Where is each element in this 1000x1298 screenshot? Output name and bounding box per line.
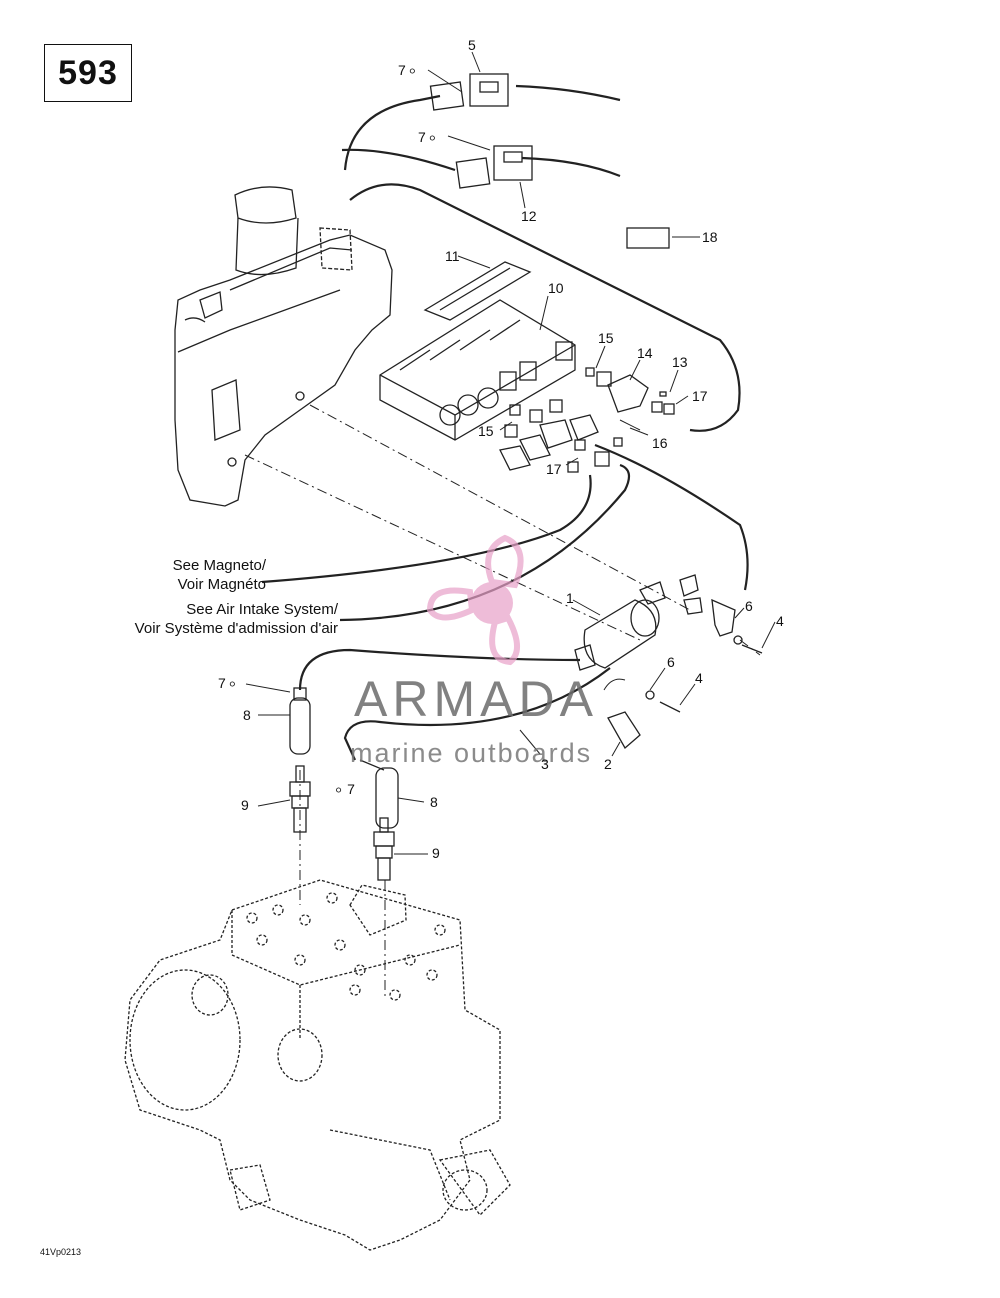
terminal-fittings: [499, 367, 675, 473]
callout-9-right: 9: [432, 845, 440, 861]
callout-8-right: 8: [430, 794, 438, 810]
spark-plug-right: [373, 817, 395, 881]
callout-8-left: 8: [243, 707, 251, 723]
callout-13: 13: [672, 354, 688, 370]
reference-air-intake-fr: Voir Système d'admission d'air: [134, 620, 338, 637]
callout-11: 11: [445, 248, 460, 264]
reference-air-intake: See Air Intake System/ Voir Système d'ad…: [135, 600, 338, 638]
page-number-box: 593: [44, 44, 132, 102]
leader-lines: [245, 51, 776, 855]
callout-15-top: 15: [598, 330, 614, 346]
oil-drop-icon: ⚪: [427, 133, 438, 145]
reference-magneto: See Magneto/ Voir Magnéto: [173, 556, 266, 594]
callout-7-left: 7⚪: [218, 676, 237, 691]
connector-lower: [455, 145, 533, 189]
connector-upper: [429, 73, 509, 111]
callout-7-mid: 7⚪: [418, 130, 437, 145]
spark-plug-cap-right: [359, 759, 399, 829]
oil-tank: [174, 186, 393, 507]
sensor-part: [603, 678, 641, 750]
callout-7-top: 7⚪: [398, 63, 417, 78]
reference-magneto-fr: Voir Magnéto: [177, 576, 266, 593]
reference-magneto-en: See Magneto/: [172, 557, 266, 574]
callout-7-mid-label: 7: [418, 129, 426, 145]
callout-18: 18: [702, 229, 718, 245]
module-cover: [423, 261, 532, 321]
callout-4-upper: 4: [776, 613, 784, 629]
spark-plug-cap-left: [289, 687, 311, 755]
oil-drop-icon: ⚪: [227, 679, 238, 691]
callout-15-bottom: 15: [478, 423, 494, 439]
drawing-code: 41Vp0213: [40, 1247, 82, 1257]
callout-7-right: ⚪ 7: [332, 782, 355, 797]
callout-6-lower: 6: [667, 654, 675, 670]
spark-plug-left: [289, 765, 311, 833]
callout-10: 10: [548, 280, 564, 296]
callout-7-top-label: 7: [398, 62, 406, 78]
reference-air-intake-en: See Air Intake System/: [186, 601, 338, 618]
page-number: 593: [58, 53, 118, 92]
engine-block: [124, 879, 511, 1251]
watermark-brand: ARMADA: [354, 671, 598, 727]
ignition-coil: [574, 581, 666, 671]
callout-16: 16: [652, 435, 668, 451]
callout-17-right: 17: [692, 388, 708, 404]
callout-17-left: 17: [546, 461, 562, 477]
callout-7-right-label: 7: [347, 781, 355, 797]
wiring-harness: [261, 84, 749, 761]
callout-7-left-label: 7: [218, 675, 226, 691]
decal-label: [626, 227, 670, 249]
watermark-tagline: marine outboards: [350, 738, 593, 768]
propeller-logo-icon: [426, 534, 524, 666]
assembly-lines: [244, 404, 761, 1000]
callout-1: 1: [566, 590, 574, 606]
callout-6-upper: 6: [745, 598, 753, 614]
callout-9-left: 9: [241, 797, 249, 813]
callout-2: 2: [604, 756, 612, 772]
callout-4-lower: 4: [695, 670, 703, 686]
callout-3: 3: [541, 756, 549, 772]
callout-12: 12: [521, 208, 537, 224]
oil-drop-icon: ⚪: [334, 785, 344, 797]
oil-drop-icon: ⚪: [407, 66, 418, 78]
callout-14: 14: [637, 345, 653, 361]
callout-5: 5: [468, 37, 476, 53]
coil-bracket: [645, 574, 763, 713]
ecm-module: [379, 299, 576, 441]
